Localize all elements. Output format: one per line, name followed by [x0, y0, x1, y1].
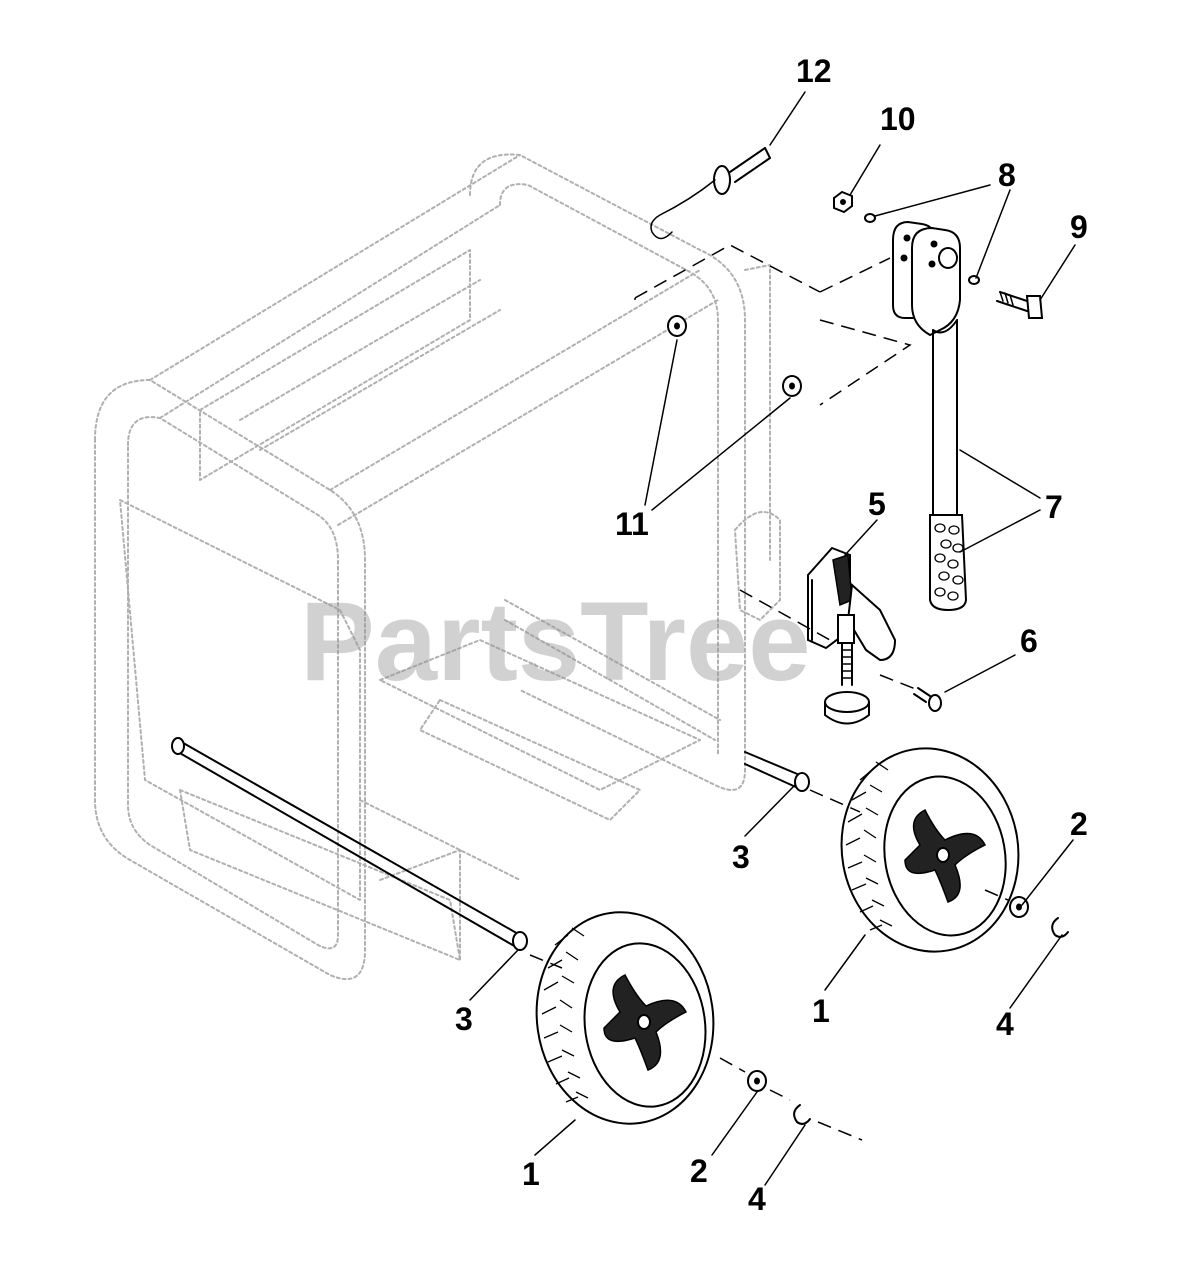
- wheel-retainers: [747, 896, 1069, 1125]
- callout-12: 12: [796, 53, 832, 89]
- handle: [892, 220, 968, 612]
- callout-8: 8: [998, 157, 1016, 193]
- callout-1-right: 1: [812, 993, 830, 1029]
- callout-9: 9: [1070, 209, 1088, 245]
- callout-5: 5: [868, 486, 886, 522]
- wheel-rear: [840, 747, 1020, 953]
- callout-4-left: 4: [748, 1181, 766, 1217]
- assembly-centerlines: [529, 789, 1009, 1141]
- callout-3-right: 3: [732, 839, 750, 875]
- callout-4-right: 4: [996, 1006, 1014, 1042]
- callout-labels: 12 10 8 9 11 5 7 6 2 3 1 4 3 1 2 4: [455, 53, 1088, 1217]
- callout-7: 7: [1045, 489, 1063, 525]
- lock-pin: [650, 147, 771, 240]
- leader-lines: [469, 91, 1076, 1186]
- callout-1-left: 1: [522, 1156, 540, 1192]
- callout-6: 6: [1020, 623, 1038, 659]
- grip-texture: [934, 523, 964, 601]
- callout-3-left: 3: [455, 1001, 473, 1037]
- generator-frame: [94, 153, 781, 980]
- callout-2-right: 2: [1070, 806, 1088, 842]
- washers-11: [667, 315, 802, 397]
- watermark-logo: PartsTree: [300, 579, 811, 704]
- handle-fasteners: [833, 190, 1044, 319]
- stand-assembly: [739, 546, 942, 725]
- callout-11: 11: [615, 506, 649, 542]
- axle: [171, 737, 810, 951]
- wheel-front: [535, 911, 715, 1125]
- callout-2-left: 2: [690, 1153, 708, 1189]
- callout-10: 10: [880, 101, 916, 137]
- handle-mount-plane: [634, 244, 912, 406]
